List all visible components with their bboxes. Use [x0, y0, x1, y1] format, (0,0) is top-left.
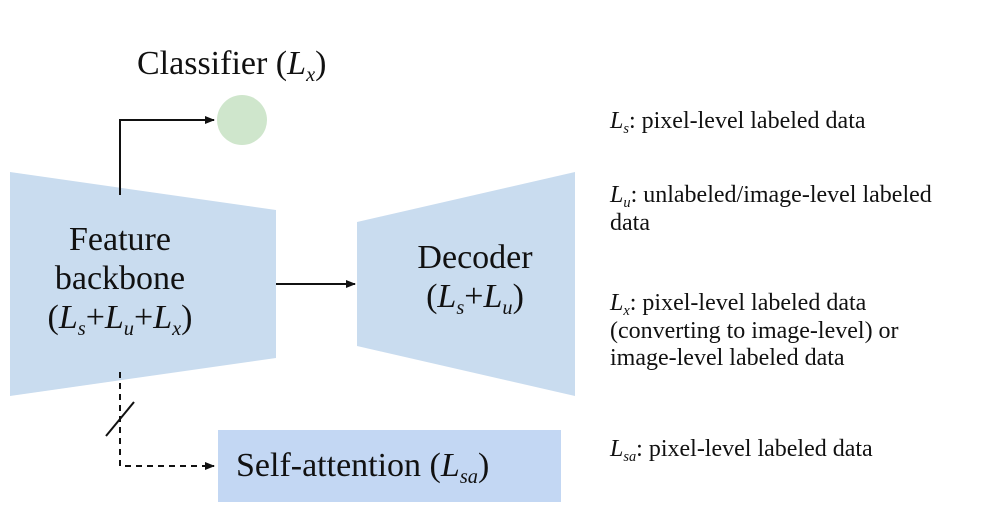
- decoder-losses: (Ls+Lu): [426, 278, 524, 320]
- arrow-to-classifier: [119, 116, 215, 195]
- legend-item-lsa: Lsa: pixel-level labeled data: [610, 436, 873, 466]
- legend-item-lu: Lu: unlabeled/image-level labeled data: [610, 182, 932, 236]
- feature-backbone-shape: [10, 172, 276, 396]
- decoder-label: Decoder (Ls+Lu): [390, 238, 560, 320]
- feature-backbone-label: Feature backbone (Ls+Lu+Lx): [20, 220, 220, 341]
- self-attention-label: Self-attention (Lsa): [236, 447, 490, 489]
- classifier-node: [217, 95, 267, 145]
- dashed-arrow-to-self-attention: [119, 372, 215, 470]
- self-attention-box: [218, 430, 561, 502]
- legend-item-lx: Lx: pixel-level labeled data (converting…: [610, 290, 899, 372]
- feature-backbone-losses: (Ls+Lu+Lx): [47, 299, 193, 341]
- decoder-shape: [357, 172, 575, 396]
- stop-gradient-slash: [105, 401, 135, 437]
- classifier-label: Classifier (Lx): [137, 45, 327, 87]
- legend-item-ls: Ls: pixel-level labeled data: [610, 108, 866, 138]
